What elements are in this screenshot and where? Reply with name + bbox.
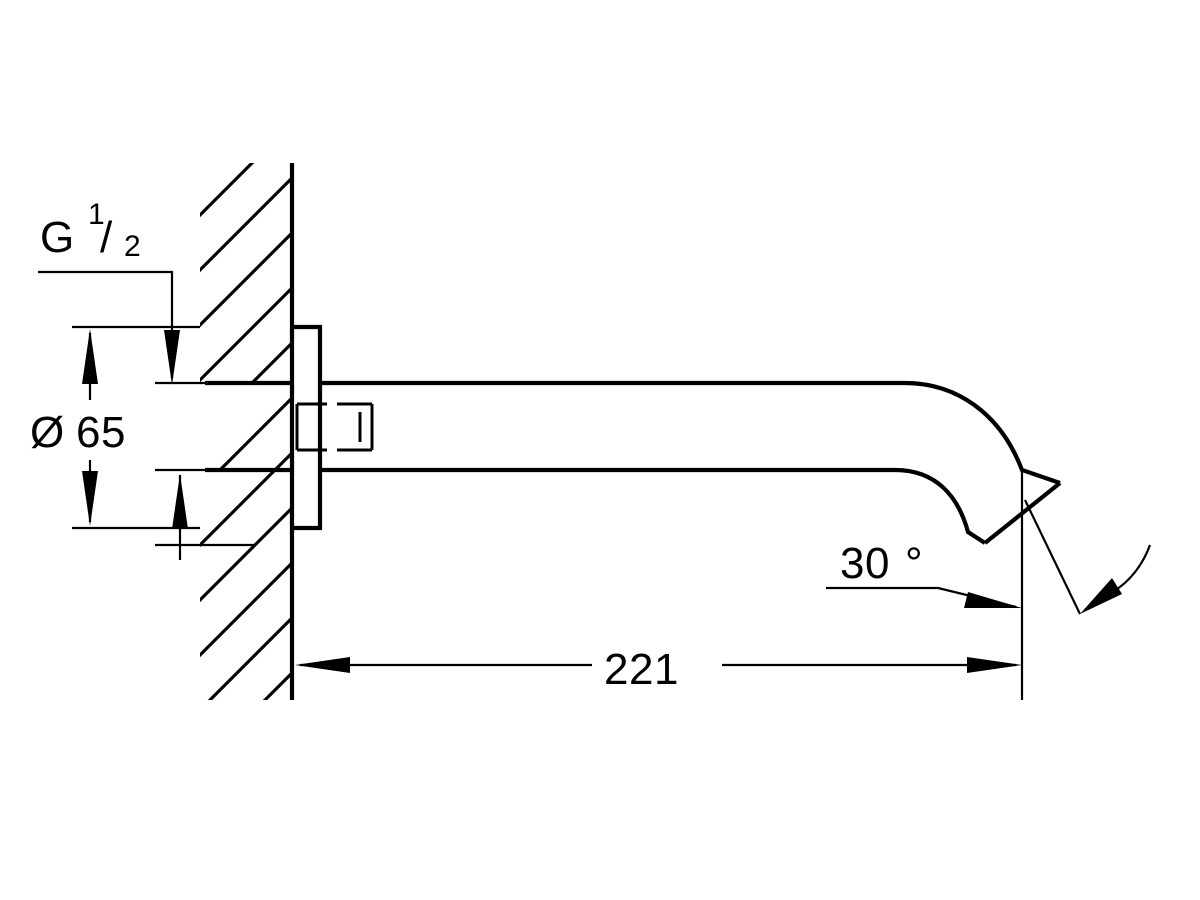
projection-length-value: 221 [604, 645, 679, 694]
flange-diameter-dimension [72, 325, 200, 530]
escutcheon-flange [292, 324, 323, 531]
internal-bore-hidden-lines [295, 402, 374, 452]
diameter-arrowhead-bottom [82, 471, 98, 526]
wall-hatching-upper [200, 163, 292, 383]
thread-size-numerator: 1 [88, 198, 105, 231]
outlet-angle-symbol: ° [905, 539, 923, 588]
length-arrowhead-left [295, 657, 350, 673]
wall-section [200, 163, 295, 700]
flange-diameter-label: Ø 65 [30, 408, 126, 457]
wall-hatching-lower [200, 470, 292, 700]
length-arrowhead-right [967, 657, 1022, 673]
thread-size-leader [38, 270, 180, 385]
outlet-face-reference-line [1024, 499, 1081, 615]
thread-size-fraction-bar: / [100, 213, 113, 262]
thread-size-label: G 1 / 2 [40, 198, 141, 263]
diameter-arrowhead-top [82, 329, 98, 384]
bore-arrowhead-bottom [172, 474, 188, 529]
outlet-angle-arrowhead [964, 592, 1022, 608]
projection-length-dimension [295, 470, 1024, 700]
flange-outline [292, 324, 323, 531]
thread-size-prefix: G [40, 213, 75, 262]
diameter-symbol: Ø [30, 408, 65, 457]
thread-size-leader-line [38, 270, 174, 378]
outlet-angle-value: 30 [840, 539, 890, 588]
spout-body [320, 380, 1062, 545]
bore-dimension [155, 334, 292, 560]
outlet-face-arrowhead [1080, 578, 1122, 614]
outlet-angle-leader [826, 586, 1022, 609]
diameter-value: 65 [76, 408, 126, 457]
wall-bore-edges [205, 380, 292, 473]
spout-bottom-profile [320, 467, 987, 545]
thread-size-denominator: 2 [124, 230, 141, 263]
outlet-angle-label: 30 ° [840, 539, 923, 588]
spout-top-profile [320, 380, 1061, 485]
outlet-face-leader [1024, 499, 1152, 615]
